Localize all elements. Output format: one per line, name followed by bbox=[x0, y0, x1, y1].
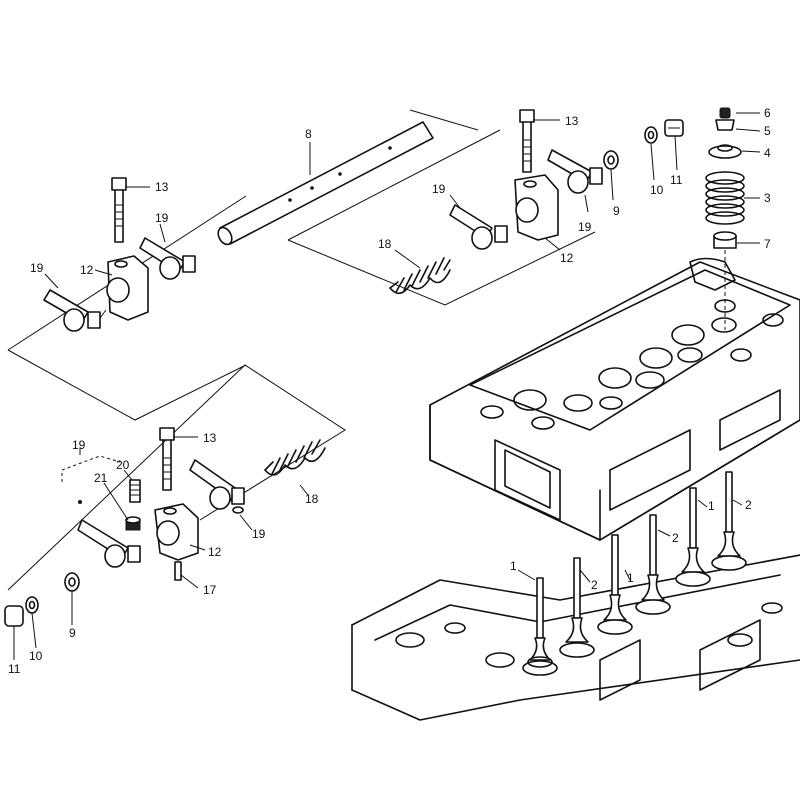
callout-4: 4 bbox=[764, 146, 771, 160]
callout-11: 11 bbox=[8, 662, 21, 676]
callout-2: 2 bbox=[591, 578, 598, 592]
lower-spring bbox=[264, 439, 326, 476]
valve-6 bbox=[711, 471, 747, 571]
callout-9: 9 bbox=[613, 204, 620, 218]
callout-6: 6 bbox=[764, 106, 771, 120]
valve-5 bbox=[675, 487, 711, 587]
callout-20: 20 bbox=[116, 458, 130, 472]
valve-spring-stack bbox=[705, 107, 745, 330]
callout-2: 2 bbox=[672, 531, 679, 545]
upper-left-rocker-assembly bbox=[43, 177, 196, 332]
lower-rocker-assembly bbox=[4, 427, 326, 627]
callout-3: 3 bbox=[764, 191, 771, 205]
callout-18: 18 bbox=[378, 237, 392, 251]
callout-19: 19 bbox=[252, 527, 266, 541]
callout-12: 12 bbox=[208, 545, 222, 559]
valve-3 bbox=[597, 534, 633, 635]
callout-7: 7 bbox=[764, 237, 771, 251]
leader-lines bbox=[13, 112, 761, 660]
callout-13: 13 bbox=[565, 114, 579, 128]
callout-1: 1 bbox=[510, 559, 517, 573]
callout-13: 13 bbox=[155, 180, 169, 194]
valve-spring bbox=[705, 171, 745, 225]
callout-12: 12 bbox=[80, 263, 94, 277]
callout-8: 8 bbox=[305, 127, 312, 141]
callout-1: 1 bbox=[708, 499, 715, 513]
callout-5: 5 bbox=[764, 124, 771, 138]
upper-right-rocker-assembly bbox=[389, 109, 684, 295]
valves bbox=[522, 471, 747, 676]
upper-spring bbox=[389, 257, 451, 295]
valve-1 bbox=[522, 577, 558, 676]
cylinder-head bbox=[429, 257, 800, 541]
callout-21: 21 bbox=[94, 471, 108, 485]
callout-10: 10 bbox=[650, 183, 664, 197]
callout-17: 17 bbox=[203, 583, 217, 597]
callout-13: 13 bbox=[203, 431, 217, 445]
callout-19: 19 bbox=[30, 261, 44, 275]
callout-19: 19 bbox=[72, 438, 86, 452]
callout-1: 1 bbox=[627, 571, 634, 585]
callout-2: 2 bbox=[745, 498, 752, 512]
callout-19: 19 bbox=[578, 220, 592, 234]
callout-numbers: 13 19 19 12 8 13 19 18 12 19 9 10 11 6 5… bbox=[8, 106, 771, 676]
valve-2 bbox=[559, 557, 595, 658]
callout-12: 12 bbox=[560, 251, 574, 265]
callout-10: 10 bbox=[29, 649, 43, 663]
callout-11: 11 bbox=[670, 173, 683, 187]
callout-18: 18 bbox=[305, 492, 319, 506]
callout-19: 19 bbox=[155, 211, 169, 225]
callout-19: 19 bbox=[432, 182, 446, 196]
callout-9: 9 bbox=[69, 626, 76, 640]
valve-4 bbox=[635, 514, 671, 615]
rocker-shaft bbox=[217, 121, 434, 246]
